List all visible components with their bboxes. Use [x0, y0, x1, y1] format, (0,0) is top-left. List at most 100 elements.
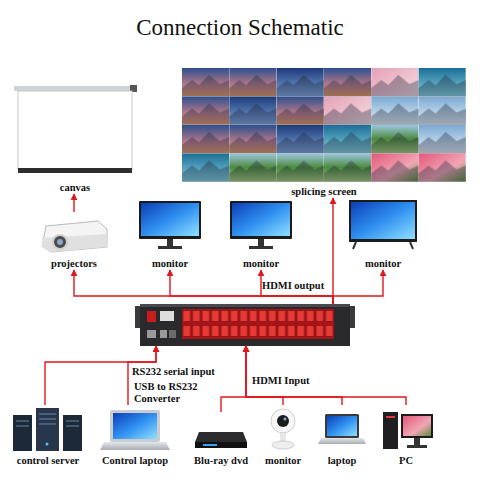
hdmi-matrix-illustration-part	[147, 330, 156, 338]
hdmi-matrix-switch	[140, 304, 350, 346]
device-caption: monitor	[152, 258, 188, 270]
pc-illustration-part	[386, 416, 395, 418]
device-caption: monitor	[365, 258, 401, 270]
bluray-player-illustration-part	[195, 442, 247, 448]
projector-illustration-part	[57, 239, 63, 245]
monitor-illustration-part	[232, 203, 290, 236]
hdmi-matrix-illustration-part	[160, 311, 174, 321]
tv-illustration-part	[351, 202, 415, 239]
monitor-illustration	[230, 201, 292, 249]
projector-illustration	[42, 221, 107, 252]
monitor-illustration-part	[230, 201, 292, 239]
projector-illustration-part	[42, 234, 107, 252]
hdmi-matrix-illustration-part	[160, 330, 167, 338]
bluray-player-illustration-part	[195, 432, 247, 442]
hdmi-cable-connector	[221, 346, 246, 412]
monitor-illustration-part	[167, 239, 173, 247]
hdmi-matrix-illustration-part	[182, 309, 334, 339]
monitor-illustration-part	[158, 246, 182, 249]
device-caption: monitor	[265, 455, 301, 467]
laptop-illustration-part	[110, 410, 160, 442]
control-server: control server	[8, 405, 88, 467]
laptop-illustration-part	[318, 438, 366, 444]
monitor-illustration-part	[249, 246, 273, 249]
monitor-illustration-part	[141, 203, 199, 236]
camera-illustration-part	[284, 418, 287, 421]
server-illustration	[13, 408, 82, 451]
hdmi-matrix-illustration-part	[147, 311, 156, 322]
hdmi-matrix-illustration-part	[140, 304, 350, 307]
hdmi-matrix-illustration-part	[182, 309, 334, 339]
laptop-illustration-part	[327, 416, 357, 436]
monitor-illustration-part	[258, 239, 264, 247]
camera-illustration-part	[277, 415, 289, 427]
pc-illustration-part	[407, 445, 427, 448]
server-illustration-part	[13, 415, 32, 451]
camera-illustration	[271, 409, 295, 449]
monitor-device: monitor	[345, 198, 421, 270]
splicing-screen-illustration	[182, 68, 466, 182]
splicing-screen-illustration-part	[182, 68, 466, 182]
diagram-title: Connection Schematic	[0, 14, 480, 42]
projection-canvas-illustration-part	[18, 168, 132, 173]
signal-label: HDMI output	[262, 280, 342, 292]
laptop-illustration	[318, 414, 366, 444]
laptop-illustration-part	[100, 442, 170, 450]
laptop-illustration-part	[325, 414, 359, 438]
device-caption: splicing screen	[291, 186, 356, 198]
hdmi-matrix-illustration-part	[169, 330, 176, 338]
projector-illustration-part	[53, 235, 67, 249]
bluray-player: Blu-ray dvd	[188, 412, 254, 467]
laptop-illustration-part	[113, 413, 157, 439]
hdmi-cable-connector	[246, 346, 342, 405]
pc-illustration-part	[401, 414, 433, 438]
pc-illustration-part	[383, 412, 398, 449]
server-illustration-part	[16, 414, 79, 426]
signal-label: HDMI Input	[252, 375, 332, 387]
tv-illustration	[349, 200, 417, 249]
hdmi-matrix-illustration-part	[140, 304, 350, 346]
control-laptop: Control laptop	[95, 405, 175, 467]
hdmi-matrix-illustration	[135, 304, 355, 346]
device-caption: canvas	[60, 182, 90, 194]
tv-illustration-part	[353, 242, 413, 249]
projection-canvas-illustration-part	[14, 86, 136, 91]
signal-label: USB to RS232 Converter	[134, 381, 216, 405]
projection-canvas: canvas	[15, 86, 135, 194]
bluray-player-illustration	[195, 432, 247, 448]
camera-monitor: monitor	[258, 405, 308, 467]
bluray-player-illustration-part	[203, 444, 217, 446]
camera-illustration-part	[271, 409, 295, 433]
monitor-illustration-part	[139, 201, 201, 239]
device-caption: projectors	[51, 258, 97, 270]
device-caption: laptop	[328, 455, 357, 467]
camera-illustration-part	[280, 433, 286, 441]
device-caption: control server	[17, 455, 80, 467]
hdmi-cable-connector	[333, 270, 383, 304]
hdmi-cable-connector	[73, 194, 74, 212]
projector-illustration-part	[42, 221, 107, 252]
splicing-screen: splicing screen	[180, 66, 468, 198]
laptop-device: laptop	[316, 405, 368, 467]
device-caption: Blu-ray dvd	[194, 455, 248, 467]
projector-device: projectors	[36, 212, 112, 270]
monitor-device: monitor	[226, 198, 296, 270]
camera-illustration-part	[272, 441, 294, 449]
device-caption: monitor	[243, 258, 279, 270]
pc-illustration-part	[403, 416, 431, 436]
pc-device: PC	[378, 405, 434, 467]
laptop-illustration	[100, 410, 170, 450]
pc-illustration	[383, 412, 433, 449]
device-caption: Control laptop	[102, 455, 168, 467]
server-illustration-part	[46, 443, 49, 446]
signal-label: RS232 serial input	[132, 366, 232, 378]
tv-illustration-part	[349, 200, 417, 242]
hdmi-cable-connector	[332, 198, 333, 304]
pc-illustration-part	[414, 438, 420, 445]
server-illustration-part	[63, 415, 82, 451]
hdmi-cable-connector	[246, 346, 406, 405]
